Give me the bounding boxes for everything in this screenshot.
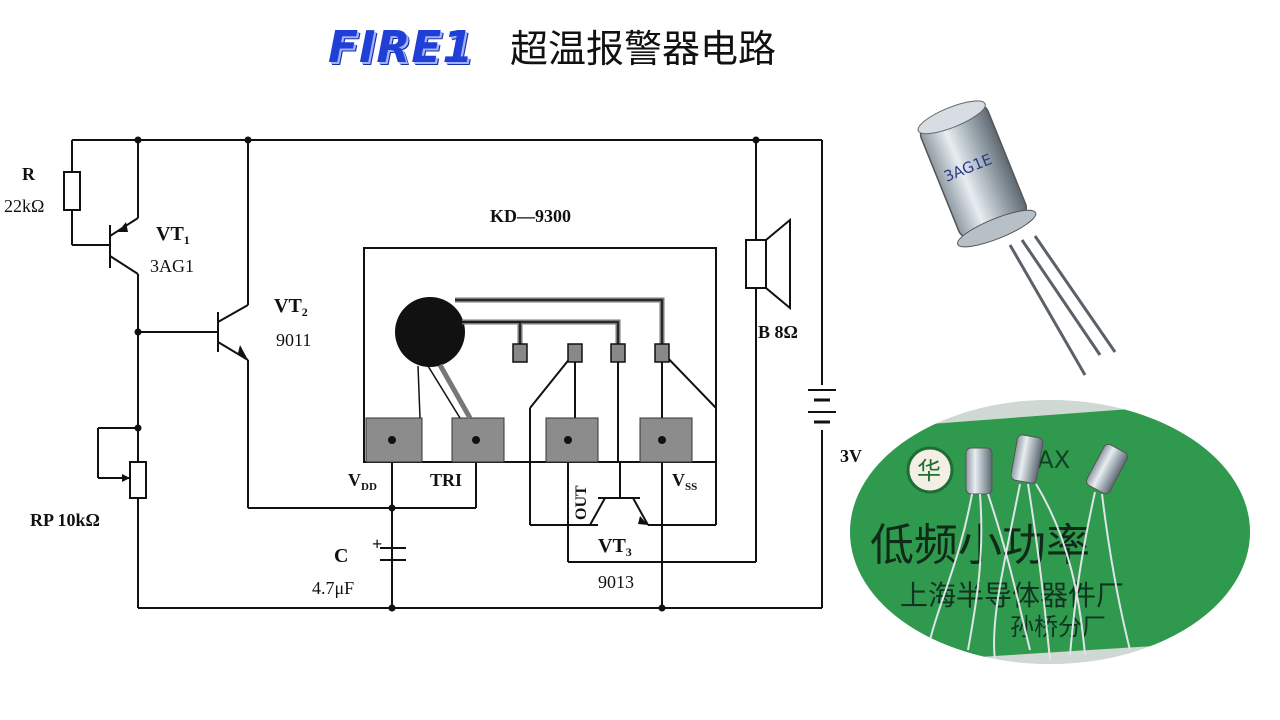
transistor-package-image: 华 3AX 低频小功率 上海半导体器件厂 孙桥分厂: [850, 400, 1250, 664]
label-battery: 3V: [840, 446, 862, 466]
label-r-value: 22kΩ: [4, 196, 44, 216]
package-badge: 华: [917, 457, 941, 485]
label-vt1: VT1: [156, 223, 190, 247]
label-vdd: VDD: [348, 470, 377, 493]
label-vt1-model: 3AG1: [150, 256, 194, 276]
label-rp: RP 10kΩ: [30, 510, 100, 530]
page-title: 超温报警器电路: [510, 27, 777, 71]
label-speaker: B 8Ω: [758, 322, 798, 342]
label-tri: TRI: [430, 470, 462, 490]
label-cap-value: 4.7μF: [312, 578, 354, 598]
package-text-maker: 上海半导体器件厂: [900, 579, 1124, 612]
single-transistor-image: 3AG1E: [917, 100, 1117, 376]
label-vt3: VT3: [598, 535, 632, 559]
fire1-logo: FIRE1: [328, 22, 474, 73]
label-vt2: VT2: [274, 295, 308, 319]
label-vt2-model: 9011: [276, 330, 311, 350]
label-cap: C: [334, 545, 348, 567]
label-out: OUT: [573, 485, 590, 520]
label-cap-plus: +: [372, 534, 382, 554]
label-vt3-model: 9013: [598, 572, 634, 592]
label-r: R: [22, 164, 36, 184]
label-chip: KD—9300: [490, 206, 571, 226]
label-vss: VSS: [672, 470, 697, 493]
